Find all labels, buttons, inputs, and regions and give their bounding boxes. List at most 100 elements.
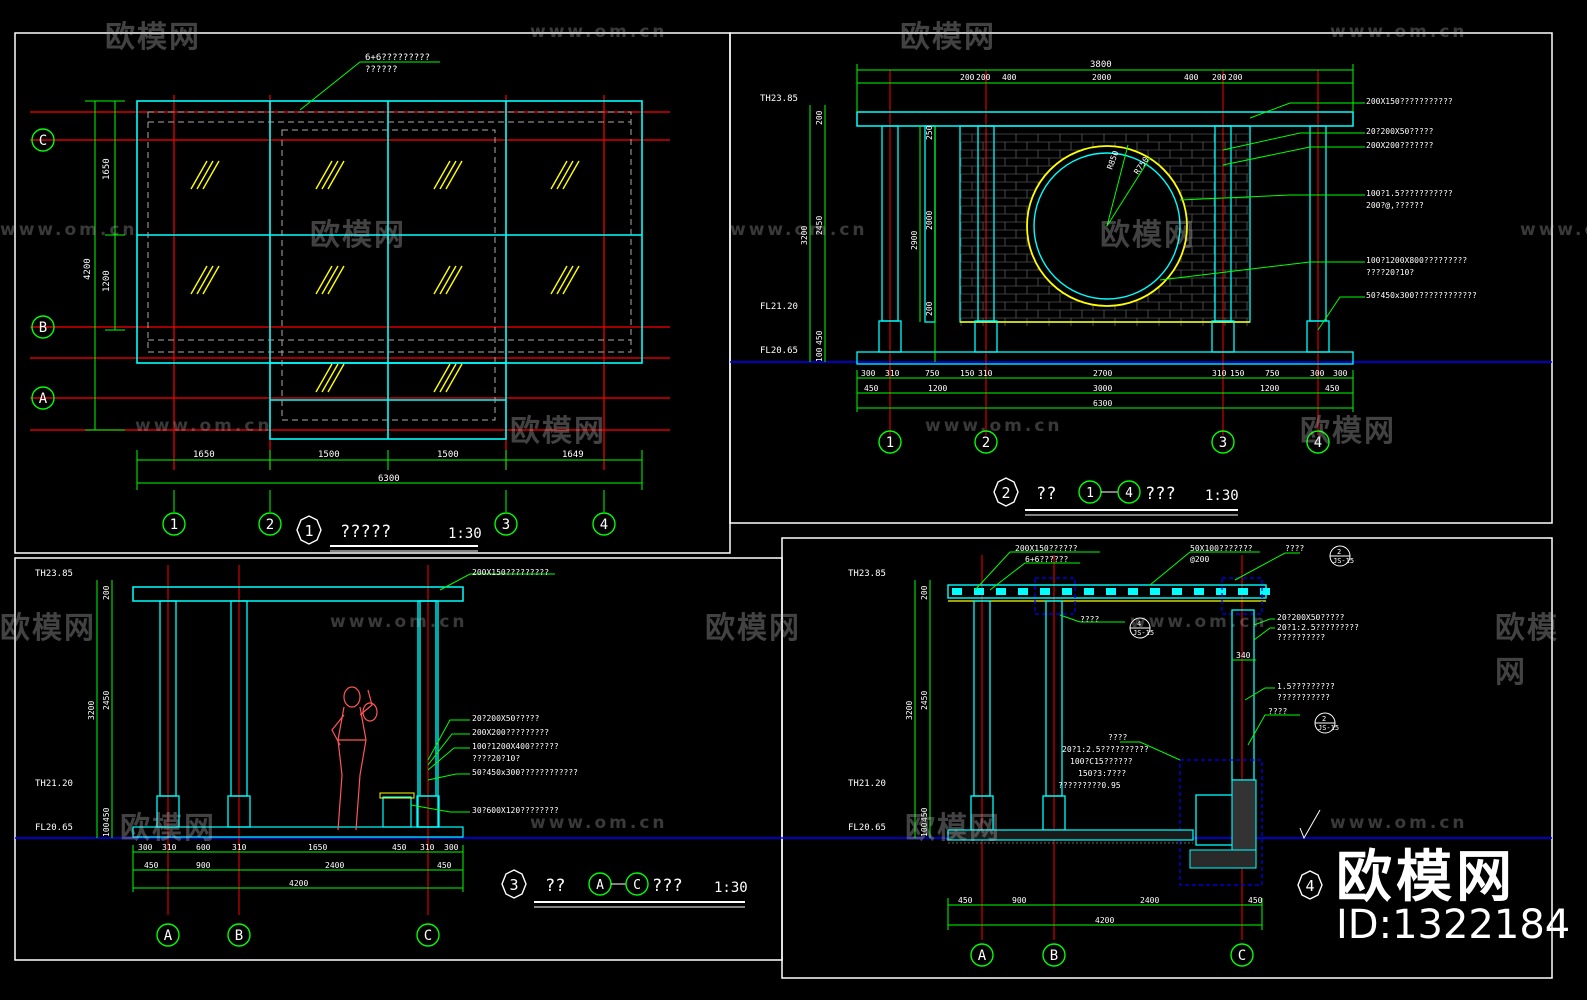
p4-elev-mid: TH21.20 <box>848 779 886 789</box>
rafter-section <box>1084 588 1094 595</box>
watermark-url: www.om.cn <box>330 612 468 632</box>
p3-dim-left-5: 100 <box>102 822 111 837</box>
p3-db2-4: 450 <box>437 861 452 870</box>
wall-section <box>417 600 439 828</box>
p3-dim-left-1: 200 <box>102 585 111 600</box>
glass-hatch <box>562 265 580 295</box>
glass-hatch <box>550 160 568 190</box>
p1-title-bubble: 1 <box>304 522 313 540</box>
p2-db1-1: 300 <box>861 369 876 378</box>
p4-note-mid-3: 100?C15?????? <box>1070 757 1133 766</box>
p2-dim-left-7: 200 <box>925 301 934 316</box>
rafter-section <box>996 588 1006 595</box>
p4-db-4: 450 <box>1248 896 1263 905</box>
p3-db2-2: 900 <box>196 861 211 870</box>
p2-title-b: ??? <box>1145 484 1176 504</box>
p2-dim-left-2: 3200 <box>800 226 809 245</box>
p3-axis-a: A <box>164 928 173 944</box>
p1-dim-3: 1500 <box>437 450 459 460</box>
p3-note-4: 100?1200X400?????? <box>472 742 559 751</box>
p2-title-bubble: 2 <box>1001 484 1010 502</box>
p1-dim-1: 1650 <box>193 450 215 460</box>
p2-db2-1: 450 <box>864 384 879 393</box>
p3-db1-6: 450 <box>392 843 407 852</box>
p1-dim-total: 6300 <box>378 474 400 484</box>
p4-axis-a: A <box>978 948 987 964</box>
glass-hatch <box>315 265 333 295</box>
p3-note-3: 200X200????????? <box>472 728 549 737</box>
p2-axis-4: 4 <box>1314 435 1322 451</box>
p2-scale: 1:30 <box>1205 488 1239 504</box>
watermark-brand: 欧模网 <box>105 20 201 55</box>
p4-elev-top: TH23.85 <box>848 569 886 579</box>
p2-db1-9: 750 <box>1265 369 1280 378</box>
rafter-section <box>1040 588 1050 595</box>
p3-title-from: A <box>596 878 604 893</box>
watermark-url: www.om.cn <box>925 416 1063 436</box>
glass-hatch <box>315 363 333 393</box>
p2-db1-2: 310 <box>885 369 900 378</box>
watermark-url: www.om.cn <box>730 220 868 240</box>
rafter-section <box>1194 588 1204 595</box>
glass-hatch <box>202 265 220 295</box>
p2-elev-low: FL20.65 <box>760 346 798 356</box>
watermark-url: www.om.cn <box>1520 220 1587 240</box>
p2-db2-2: 1200 <box>928 384 947 393</box>
p2-dim-top-6: 200 <box>1212 73 1227 82</box>
glass-hatch <box>433 265 451 295</box>
panel2-elevation: R850 R750 3800 200 200 400 2000 400 200 <box>730 60 1552 516</box>
model-id: ID:1322184 <box>1336 902 1571 948</box>
p3-db1-1: 300 <box>138 843 153 852</box>
p4-dim-left-1: 200 <box>920 585 929 600</box>
p1-axis-a: A <box>39 391 48 407</box>
glass-hatch <box>439 160 457 190</box>
glass-hatch <box>196 160 214 190</box>
p1-axis-3: 3 <box>502 517 510 533</box>
p4-ref-3-s: JS-15 <box>1318 724 1339 732</box>
p2-dim-total: 6300 <box>1093 399 1112 408</box>
glass-hatch <box>433 363 451 393</box>
p4-note-mid-4: 150?3:7??? <box>1078 769 1126 778</box>
p2-note-2: 20?200X50????? <box>1366 127 1434 136</box>
p3-db1-3: 600 <box>196 843 211 852</box>
p3-title-block: 3 ?? A C ??? 1:30 <box>501 869 748 908</box>
glass-hatch <box>190 265 208 295</box>
p4-dim-total: 4200 <box>1095 916 1114 925</box>
p1-row-axis-bubbles: C B A <box>31 128 55 410</box>
glass-hatch <box>321 160 339 190</box>
glass-hatch <box>445 160 463 190</box>
p4-note-top-3: 50X100??????? <box>1190 544 1253 553</box>
watermark-brand: 欧模网 <box>900 20 996 55</box>
p2-note-5: 200?@,?????? <box>1366 201 1424 210</box>
column-base <box>1306 320 1330 353</box>
watermark-brand: 欧模网 <box>510 414 606 449</box>
p2-dim-left-6: 250 <box>925 125 934 140</box>
p2-dim-top-total: 3800 <box>1090 60 1112 70</box>
p1-title-block: 1 ????? 1:30 <box>296 515 482 552</box>
p4-dim-left-5: 100 <box>920 822 929 837</box>
p4-elev-low: FL20.65 <box>848 823 886 833</box>
glass-hatch <box>196 265 214 295</box>
p4-note-small: ???? <box>1080 615 1099 624</box>
p3-db1-8: 300 <box>444 843 459 852</box>
glass-hatch <box>190 160 208 190</box>
p2-axis-2: 2 <box>982 435 990 451</box>
p2-title-to: 4 <box>1125 486 1133 501</box>
watermark-brand: 欧模网 <box>0 611 96 646</box>
column-base <box>156 795 180 828</box>
glass-hatch <box>321 265 339 295</box>
p3-axis-b: B <box>235 928 243 944</box>
glass-hatch <box>439 265 457 295</box>
p4-dim-340: 340 <box>1236 651 1251 660</box>
p1-axis-b: B <box>39 320 47 336</box>
rafter-section <box>1018 588 1028 595</box>
glass-hatch <box>327 363 345 393</box>
p2-dim-left-1: 200 <box>815 110 824 125</box>
watermark-url: www.om.cn <box>135 416 273 436</box>
p2-dim-top-2: 200 <box>976 73 991 82</box>
glass-hatch <box>445 363 463 393</box>
p4-axis-bubbles: A B C <box>970 943 1254 967</box>
p3-scale: 1:30 <box>714 880 748 896</box>
panel3-elevation: TH23.85 TH21.20 FL20.65 200 3200 2450 45… <box>15 565 782 947</box>
glass-hatch <box>556 265 574 295</box>
